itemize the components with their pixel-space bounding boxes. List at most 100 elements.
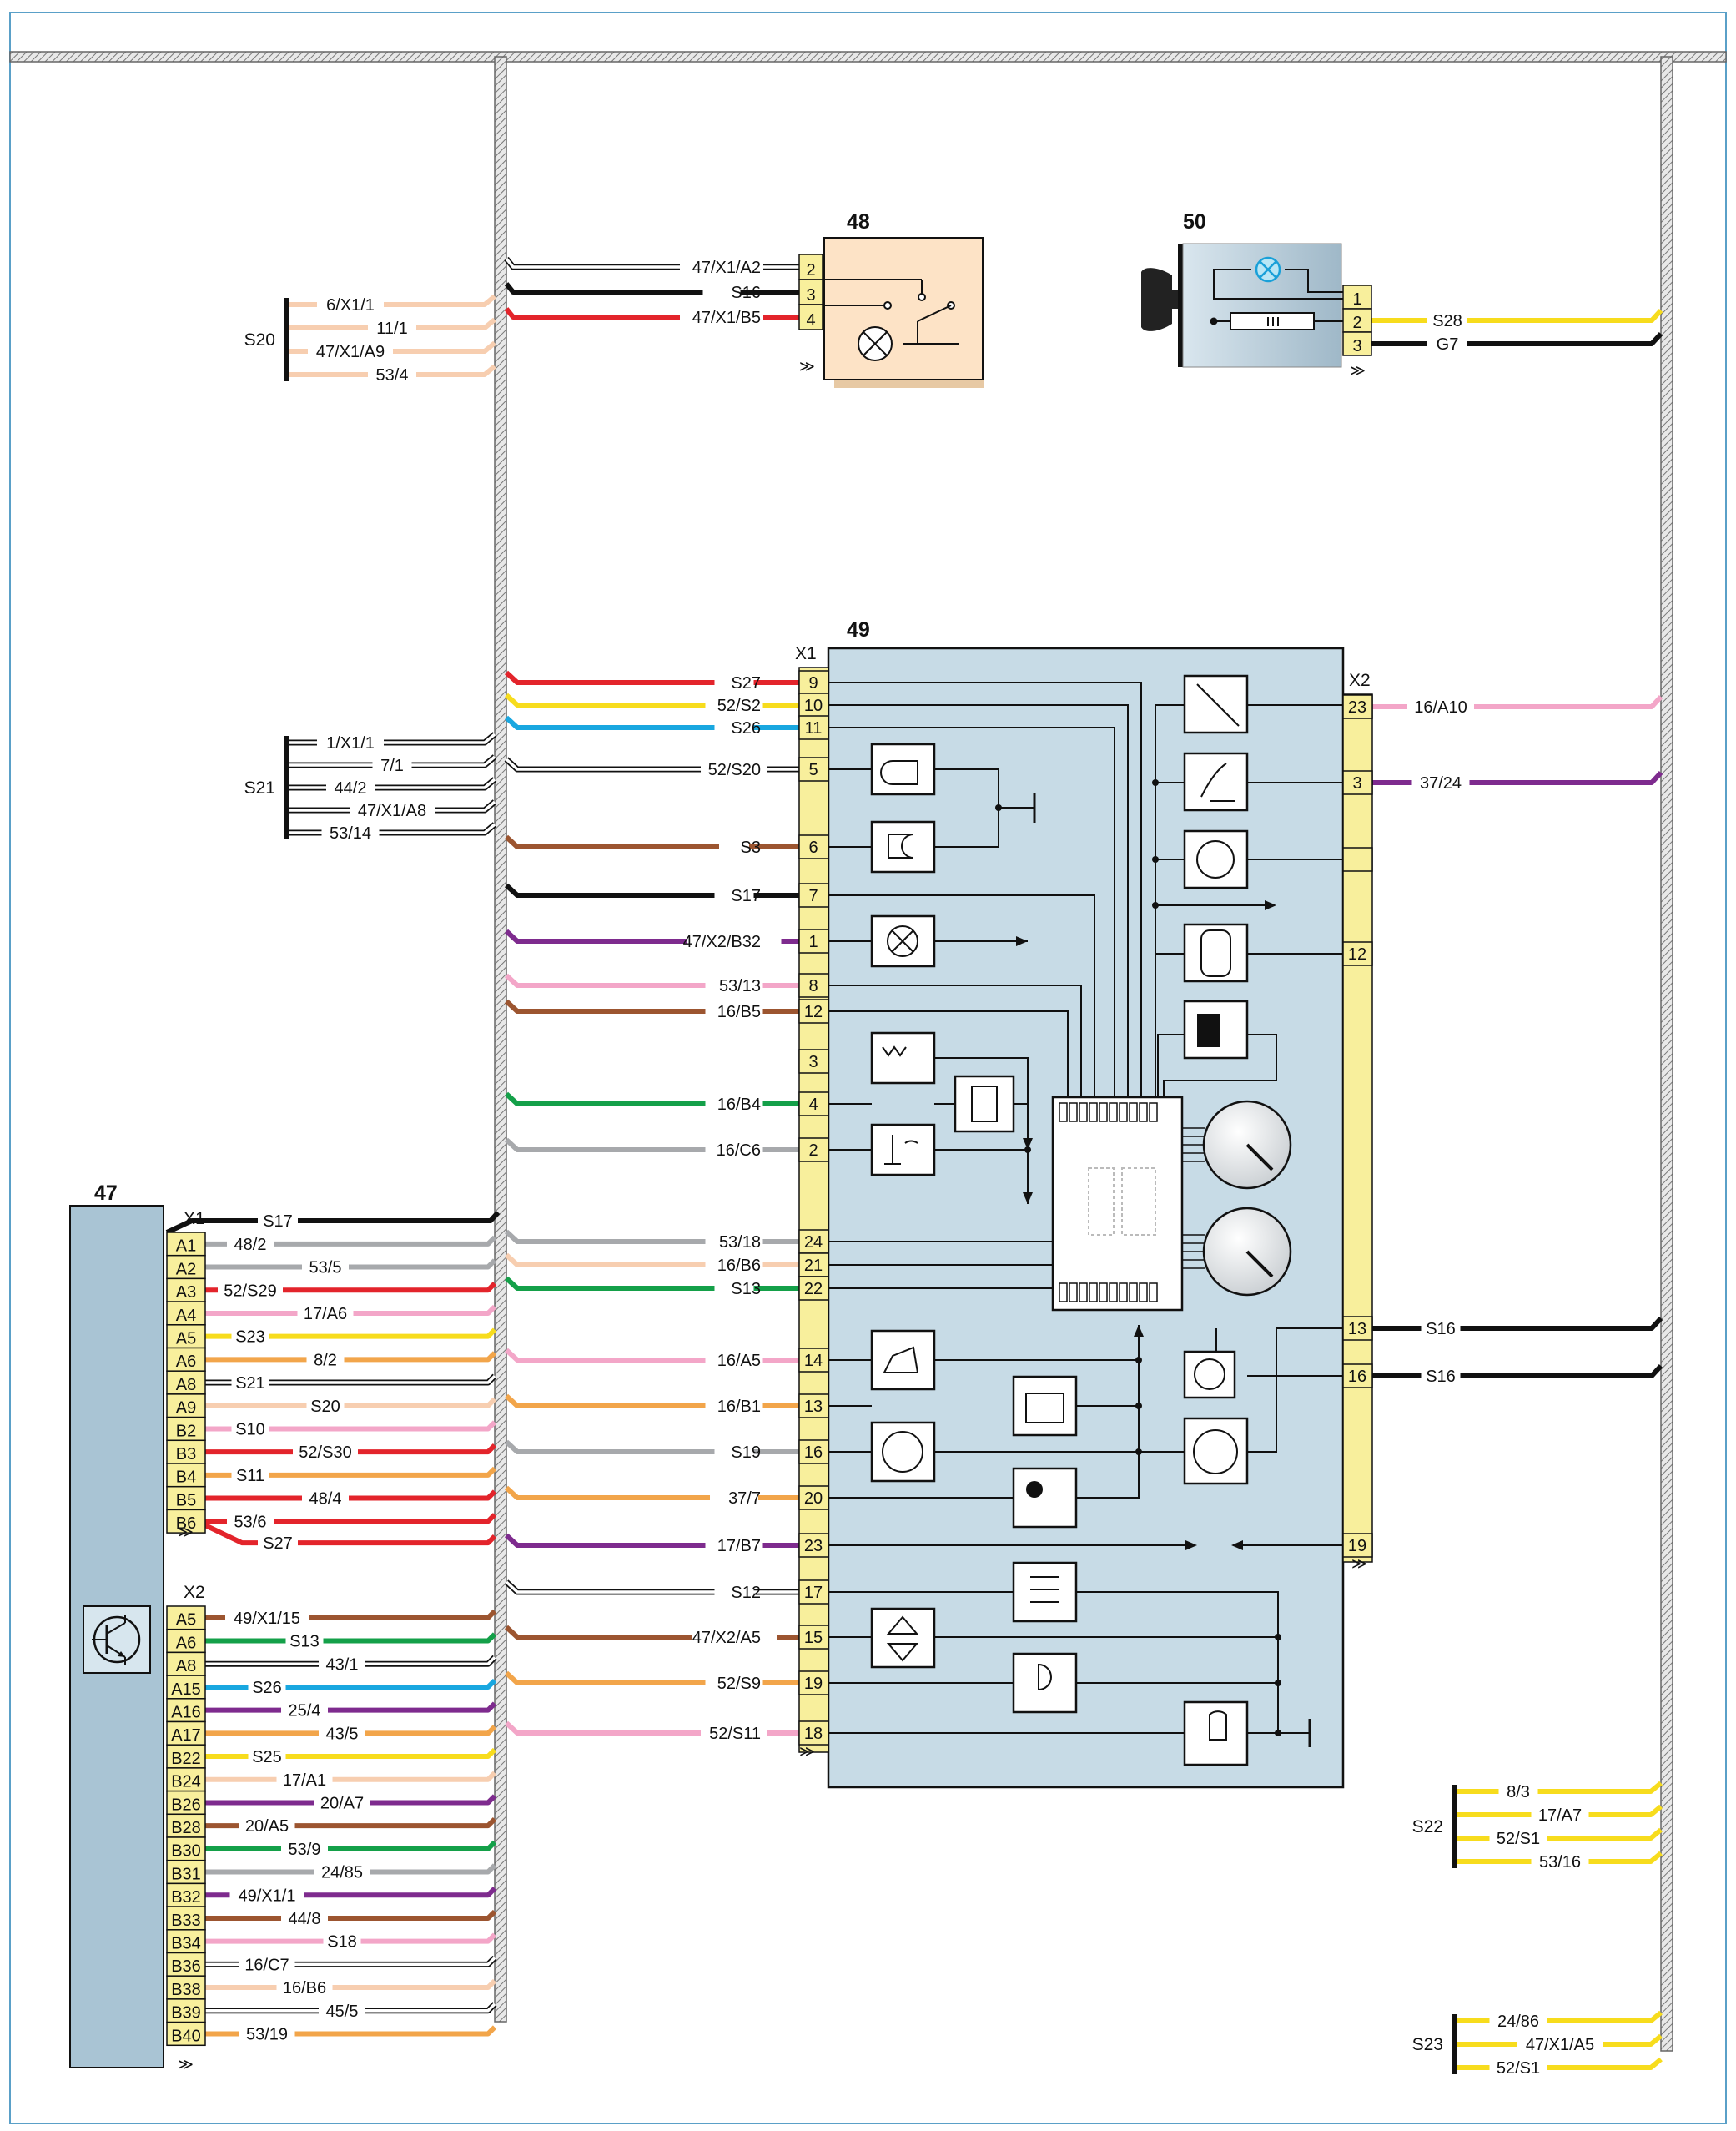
b47-x1-pin-a5: A5 [176,1330,196,1348]
display-segment-bottom [1109,1282,1118,1302]
gauge-needle [1245,1250,1274,1278]
beam-symbol [1038,1663,1052,1691]
block-47-x2-connector: A5A6A8A15A16A17B22B24B26B28B30B31B32B33B… [166,1605,206,2047]
harness-bundles [9,51,1727,2052]
cluster-x1-label-bg [692,1622,777,1640]
splice-s23-wire [1457,2057,1663,2070]
defrost-symbol [1030,1576,1059,1603]
splice-s22-bar [1452,1785,1457,1868]
coil-symbol [882,1045,907,1057]
display-segment-top [1149,1102,1158,1122]
cluster-x1-wire-pin-9 [504,670,799,685]
steering-circle [1196,840,1235,879]
b50-label-bg [1427,305,1467,324]
b47-x2-wire-label: 44/8 [289,1910,321,1928]
cluster-x1-label-bg [714,1577,754,1595]
splice-s20-item: 6/X1/1 [326,296,375,315]
cluster-x1-pin-1: 1 [808,933,818,951]
b47-x2-wire-label: 16/B6 [283,1979,326,1997]
b47-wire-top [205,1210,501,1223]
splice-label-bg [317,728,384,746]
down-arrow [1023,1192,1033,1204]
b47-x2-wire-label: 45/5 [326,2003,359,2021]
belt-slash [1196,683,1240,727]
block-50-bracket [1178,244,1183,367]
b47-x2-wire-pin-b33 [205,1909,497,1921]
b47-x1-pin-b5-box [166,1485,206,1511]
cluster-x1-wire-label: 16/B6 [717,1257,761,1275]
b47-x1-label-bg [302,1483,349,1502]
b50-wire-pin-2 [1371,308,1663,323]
airbag-line [1076,1325,1140,1499]
b47-x2-label-bg [319,1995,365,2014]
cluster-x1-pin-21: 21 [804,1257,823,1275]
splice-label-bg [1489,2053,1547,2071]
b47-x1-pin-a3-box [166,1277,206,1302]
b47-x1-wire-pin-b4 [205,1466,497,1478]
b47-x2-pin-a16: A16 [171,1704,201,1722]
cluster-icons [870,674,1292,1766]
b47-x1-pin-a6: A6 [176,1353,196,1371]
b47-x1-wire-label: 53/6 [234,1513,267,1531]
cluster-x2-label-bg [1421,1313,1461,1332]
b47-x1-wire-pin-a8-core [205,1374,496,1384]
splice-s21-item: 1/X1/1 [326,734,375,753]
b47-x2-label-bg [239,1949,295,1968]
cluster-x1-label-bg [705,1345,763,1363]
cluster-x1-pin-7-box [798,883,829,908]
b47-x1-wire-label: 53/5 [309,1259,342,1277]
display-segment-bottom [1129,1282,1138,1302]
b47-x1-wire-pin-b5 [205,1489,497,1501]
arrow-left [1231,1540,1243,1550]
b47-x2-wire-pin-b22 [205,1747,497,1760]
display-segment-bottom [1089,1282,1098,1302]
brake-circle [882,1431,923,1473]
b47-x1-label-bg [306,1344,345,1363]
display-segment-bottom [1139,1282,1148,1302]
battery-symbol [1025,1393,1064,1423]
b47-x1-pin-a8-box [166,1370,206,1395]
display-segment-top [1099,1102,1108,1122]
splice-s22-wire [1457,1781,1663,1794]
connector-lock-mark: ≫ [799,1743,815,1760]
splice-label-bg [1489,2006,1547,2024]
b50-wire-label: S28 [1432,312,1462,330]
splice-s21-item: 53/14 [330,824,371,843]
b47-x2-pin-b31: B31 [171,1865,201,1883]
cluster-x1-pin-22: 22 [804,1280,823,1298]
splice-s21-wire-core [289,755,496,767]
cluster-x2-pin-16-box [1342,1363,1373,1388]
b47-x2-label-bg [323,1926,361,1945]
cluster-x1-wire-pin-19 [504,1670,799,1685]
b47-x2-pin-a5-box [166,1605,206,1630]
cluster-x2-wire-label: 16/A10 [1414,698,1467,717]
cluster-x1-pin-2-box [798,1137,829,1162]
b47-x2-label-bg [239,1811,295,1830]
cluster-x2-wire-label: S16 [1426,1320,1456,1338]
splice-label-bg [368,313,416,331]
connector-marks: ≫≫≫≫≫≫ [178,358,1367,2073]
b48-label-bg [680,302,763,320]
b47-x1-wire-pin-b6 [205,1513,497,1524]
turn-arrows [886,1615,919,1662]
cluster-x1-pin-17: 17 [804,1584,823,1602]
b47-x1-label-bg [227,1228,274,1247]
cluster-x1-label-bg [705,1227,763,1245]
cluster-x1-wire-label: 16/B5 [717,1003,761,1021]
b47-x2-wire-pin-b38 [205,1978,497,1991]
airbag-head [1026,1481,1043,1498]
dot-b [1135,1403,1142,1409]
block-48-relay: 48 234 [798,210,984,388]
b47-x2-wire-pin-b30 [205,1840,497,1851]
b47-x1-pin-a5-box [166,1324,206,1349]
block-48-number: 48 [847,210,870,234]
b50-wire-pin-3 [1371,331,1663,346]
b47-x2-label-bg [319,1649,365,1668]
harness-right [1660,56,1673,2052]
cluster-x1-wire-label: 52/S20 [708,761,761,779]
cluster-x1-pin-24: 24 [804,1233,823,1252]
b47-x1-label-bg [231,1321,269,1340]
b50-wire-label: G7 [1437,335,1459,354]
cluster-x1-label-bg [719,832,749,850]
